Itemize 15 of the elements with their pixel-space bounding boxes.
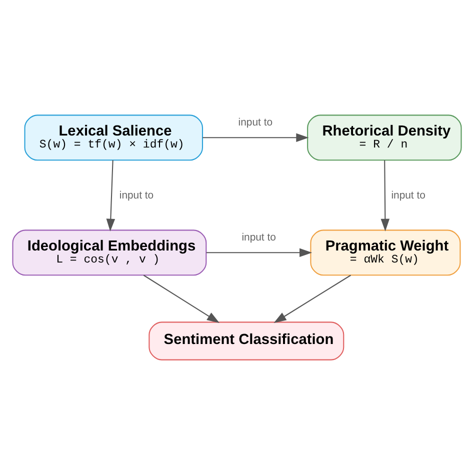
- arrow: [202, 132, 309, 142]
- arrow: [106, 160, 116, 231]
- edge-label: input to: [391, 190, 426, 201]
- arrow: [380, 160, 390, 231]
- arrow: [143, 274, 220, 323]
- node-box: Sentiment Classification: [148, 321, 344, 360]
- node-box: Rhetorical Density = R / n: [307, 114, 462, 160]
- edge-label: input to: [238, 117, 273, 128]
- node-box: Ideological Embeddings L = cos(v , v ): [12, 229, 207, 276]
- node-box: Pragmatic Weight = αWk S(w): [310, 229, 461, 276]
- edge-label: input to: [242, 232, 276, 244]
- edge-label: input to: [119, 190, 154, 201]
- arrow: [274, 274, 351, 322]
- arrow: [206, 248, 312, 257]
- node-box: Lexical Salience S(w) = tf(w) × idf(w): [24, 114, 204, 160]
